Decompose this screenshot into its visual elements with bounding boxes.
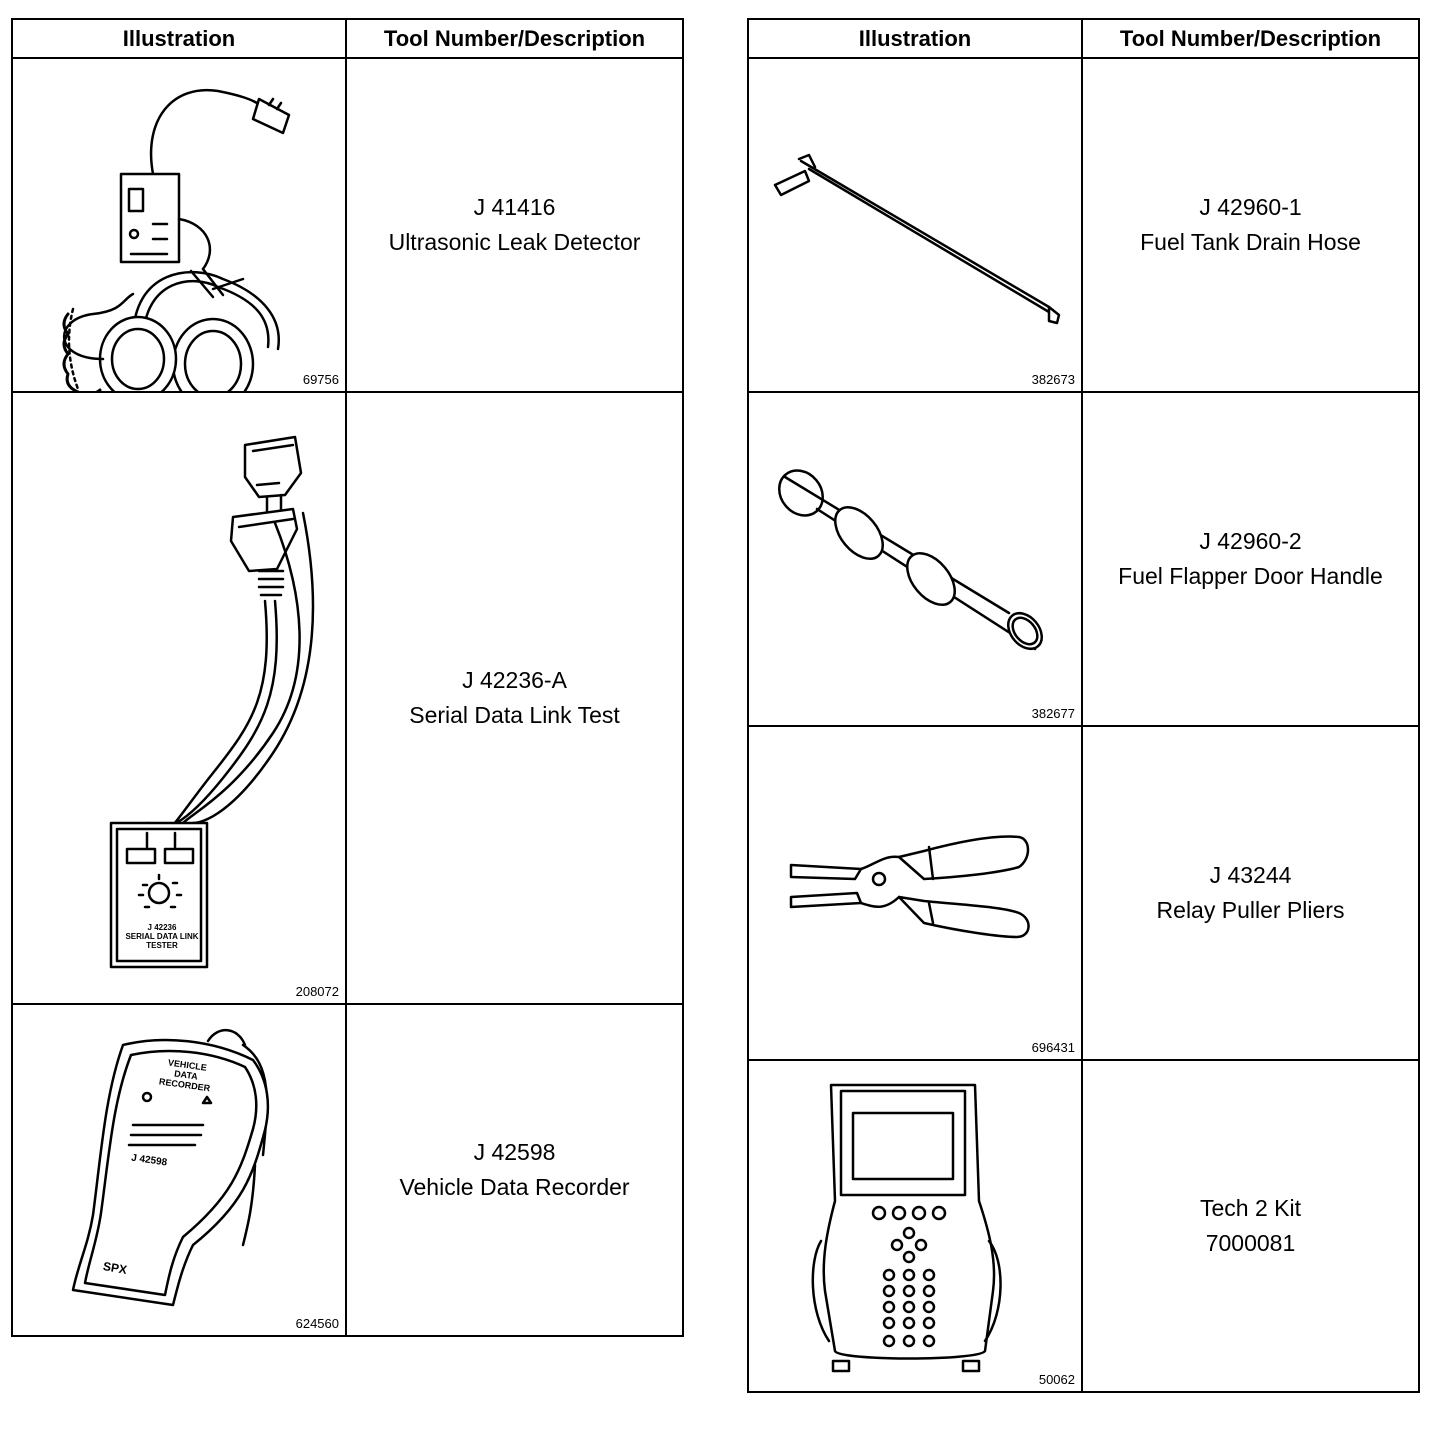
table-row: 382673 J 42960-1 Fuel Tank Drain Hose — [747, 57, 1420, 393]
figure-number: 69756 — [302, 372, 339, 387]
figure-number: 382677 — [1031, 706, 1075, 721]
illustration-cell: 50062 — [747, 1059, 1083, 1393]
tool-description: Serial Data Link Test — [409, 702, 620, 728]
right-tools-table: Illustration Tool Number/Description 382… — [747, 18, 1420, 1393]
tool-description-header: Tool Number/Description — [345, 18, 684, 59]
illustration-cell: 382677 — [747, 391, 1083, 727]
description-cell: J 43244 Relay Puller Pliers — [1081, 725, 1420, 1061]
illustration-cell: J 42236 SERIAL DATA LINK TESTER 208072 — [11, 391, 347, 1005]
tool-description-header: Tool Number/Description — [1081, 18, 1420, 59]
description-cell: J 42960-2 Fuel Flapper Door Handle — [1081, 391, 1420, 727]
tool-number: J 42960-1 — [1199, 194, 1302, 220]
illustration-cell: 69756 — [11, 57, 347, 393]
table-header-row: Illustration Tool Number/Description — [747, 18, 1420, 59]
illustration-cell: 696431 — [747, 725, 1083, 1061]
table-row: 382677 J 42960-2 Fuel Flapper Door Handl… — [747, 391, 1420, 727]
tool-number: Tech 2 Kit — [1200, 1195, 1301, 1221]
flapper-door-handle-icon — [778, 469, 1043, 651]
description-cell: J 42598 Vehicle Data Recorder — [345, 1003, 684, 1337]
table-row: VEHICLE DATA RECORDER J 42598 SPX 624560… — [11, 1003, 684, 1337]
left-tools-table: Illustration Tool Number/Description — [11, 18, 684, 1337]
tool-number: J 42960-2 — [1199, 528, 1302, 554]
tool-description: 7000081 — [1205, 1230, 1296, 1256]
table-row: 69756 J 41416 Ultrasonic Leak Detector — [11, 57, 684, 393]
figure-number: 208072 — [295, 984, 339, 999]
figure-number: 624560 — [295, 1316, 339, 1331]
illustration-header: Illustration — [11, 18, 347, 59]
vehicle-data-recorder-icon — [71, 1029, 270, 1307]
serial-data-link-tester-icon — [109, 435, 315, 969]
tool-description: Ultrasonic Leak Detector — [388, 229, 641, 255]
tool-description: Vehicle Data Recorder — [399, 1174, 630, 1200]
description-cell: Tech 2 Kit 7000081 — [1081, 1059, 1420, 1393]
illustration-cell: 382673 — [747, 57, 1083, 393]
description-cell: J 42236-A Serial Data Link Test — [345, 391, 684, 1005]
figure-number: 50062 — [1038, 1372, 1075, 1387]
ultrasonic-leak-detector-icon — [62, 88, 291, 391]
tool-number: J 41416 — [473, 194, 556, 220]
table-row: 50062 Tech 2 Kit 7000081 — [747, 1059, 1420, 1393]
illustration-header: Illustration — [747, 18, 1083, 59]
description-cell: J 41416 Ultrasonic Leak Detector — [345, 57, 684, 393]
illustration-cell: VEHICLE DATA RECORDER J 42598 SPX 624560 — [11, 1003, 347, 1337]
table-row: J 42236 SERIAL DATA LINK TESTER 208072 J… — [11, 391, 684, 1005]
tool-description: Relay Puller Pliers — [1156, 897, 1345, 923]
tool-number: J 42598 — [473, 1139, 556, 1165]
figure-number: 696431 — [1031, 1040, 1075, 1055]
description-cell: J 42960-1 Fuel Tank Drain Hose — [1081, 57, 1420, 393]
tech2-scan-tool-icon — [811, 1083, 1002, 1373]
figure-number: 382673 — [1031, 372, 1075, 387]
tool-description: Fuel Tank Drain Hose — [1140, 229, 1361, 255]
tool-number: J 42236-A — [462, 667, 567, 693]
drain-hose-icon — [773, 153, 1061, 325]
tool-description: Fuel Flapper Door Handle — [1118, 563, 1383, 589]
table-row: 696431 J 43244 Relay Puller Pliers — [747, 725, 1420, 1061]
tester-label: J 42236 SERIAL DATA LINK TESTER — [125, 923, 199, 950]
tool-number: J 43244 — [1209, 862, 1292, 888]
table-header-row: Illustration Tool Number/Description — [11, 18, 684, 59]
relay-puller-pliers-icon — [789, 835, 1030, 939]
